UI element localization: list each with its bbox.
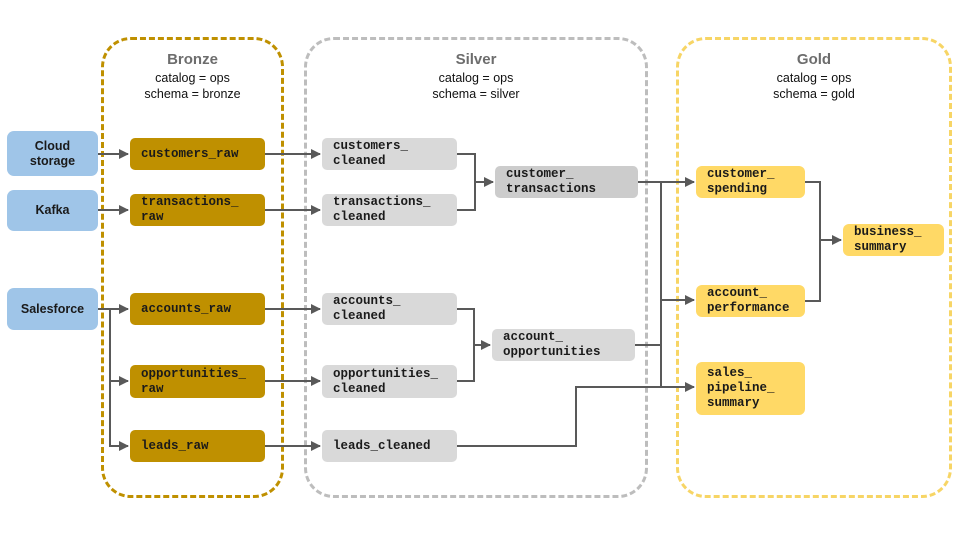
gold-layer-title: Gold <box>796 51 832 68</box>
bronze-customers-raw[interactable]: customers_raw <box>130 138 265 170</box>
silver-customer-transactions[interactable]: customer_ transactions <box>495 166 638 198</box>
edge-transactions-cleaned-to-customer-transactions <box>457 182 476 211</box>
silver-account-opportunities[interactable]: account_ opportunities <box>492 329 635 361</box>
edge-opportunities-cleaned-to-account-opportunities <box>457 345 475 382</box>
edge-salesforce-to-leads-raw <box>98 308 129 451</box>
bronze-opportunities-raw[interactable]: opportunities_ raw <box>130 365 265 398</box>
gold-sales-pipeline-summary[interactable]: sales_ pipeline_ summary <box>696 362 805 415</box>
silver-layer-title: Silver <box>455 51 497 68</box>
bronze-leads-raw[interactable]: leads_raw <box>130 430 265 462</box>
gold-layer-header: Gold catalog = ops schema = gold <box>679 50 949 102</box>
source-kafka[interactable]: Kafka <box>7 190 98 231</box>
edge-leads-cleaned-to-sales-pipeline-summary <box>457 386 661 447</box>
gold-business-summary[interactable]: business_ summary <box>843 224 944 256</box>
gold-layer-schema: schema = gold <box>773 87 855 101</box>
gold-customer-spending[interactable]: customer_ spending <box>696 166 805 198</box>
silver-layer: Silver catalog = ops schema = silver <box>304 37 648 498</box>
silver-transactions-cleaned[interactable]: transactions_ cleaned <box>322 194 457 226</box>
gold-layer: Gold catalog = ops schema = gold <box>676 37 952 498</box>
edge-accounts-cleaned-to-account-opportunities <box>457 308 491 350</box>
edge-customer-spending-to-business-summary <box>805 181 842 245</box>
edge-account-performance-to-business-summary <box>805 240 821 302</box>
bronze-layer-catalog: catalog = ops <box>155 71 230 85</box>
silver-accounts-cleaned[interactable]: accounts_ cleaned <box>322 293 457 325</box>
source-salesforce[interactable]: Salesforce <box>7 288 98 330</box>
bronze-accounts-raw[interactable]: accounts_raw <box>130 293 265 325</box>
edge-salesforce-to-opportunities-raw <box>98 308 129 386</box>
silver-leads-cleaned[interactable]: leads_cleaned <box>322 430 457 462</box>
silver-layer-header: Silver catalog = ops schema = silver <box>307 50 645 102</box>
bronze-transactions-raw[interactable]: transactions_ raw <box>130 194 265 226</box>
source-cloud-storage[interactable]: Cloud storage <box>7 131 98 176</box>
silver-opportunities-cleaned[interactable]: opportunities_ cleaned <box>322 365 457 398</box>
bronze-layer-header: Bronze catalog = ops schema = bronze <box>104 50 281 102</box>
edge-customers-cleaned-to-customer-transactions <box>457 153 494 187</box>
bronze-layer-title: Bronze <box>167 51 218 68</box>
silver-layer-schema: schema = silver <box>432 87 520 101</box>
gold-account-performance[interactable]: account_ performance <box>696 285 805 317</box>
gold-layer-catalog: catalog = ops <box>776 71 852 85</box>
bronze-layer: Bronze catalog = ops schema = bronze <box>101 37 284 498</box>
silver-customers-cleaned[interactable]: customers_ cleaned <box>322 138 457 170</box>
silver-layer-catalog: catalog = ops <box>438 71 514 85</box>
bronze-layer-schema: schema = bronze <box>144 87 241 101</box>
